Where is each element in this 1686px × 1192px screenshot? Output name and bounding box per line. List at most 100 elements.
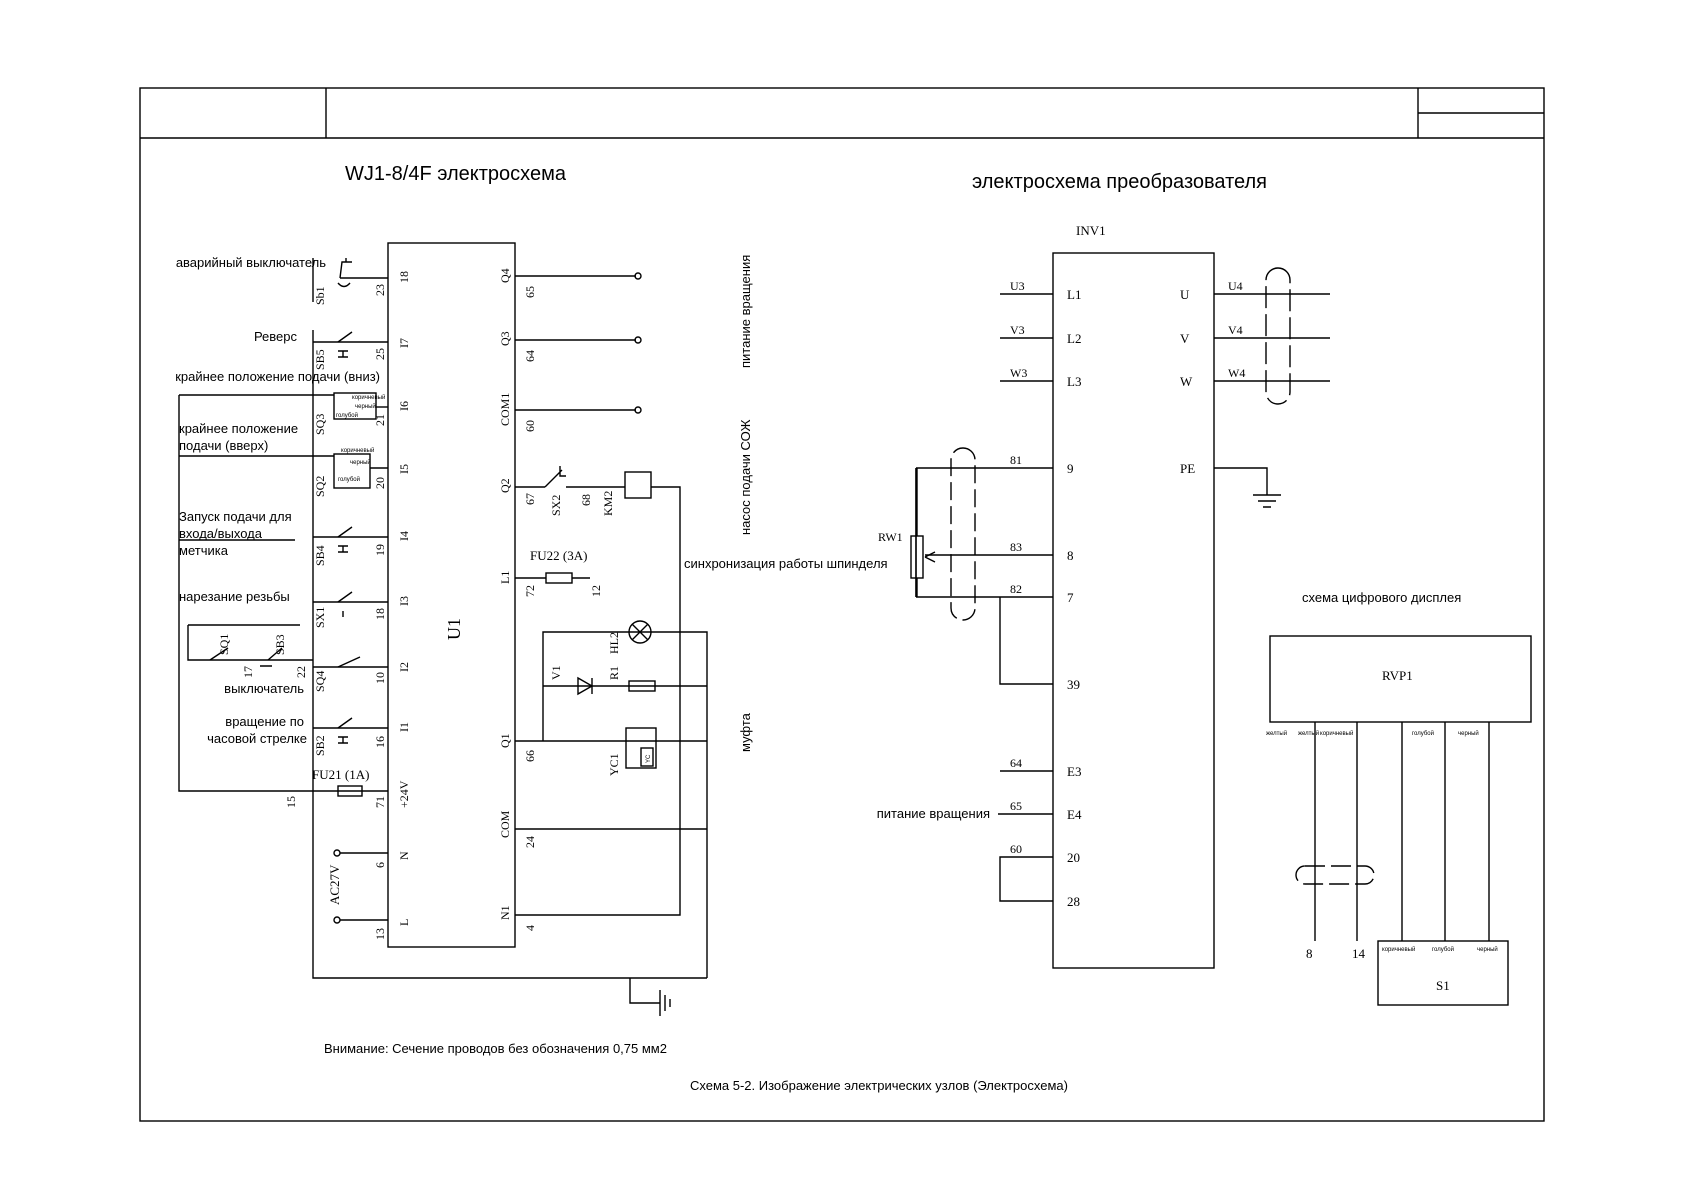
- left-title: WJ1-8/4F электросхема: [345, 163, 567, 185]
- motor-cable-shield-icon: [1265, 267, 1291, 405]
- svg-text:W4: W4: [1228, 366, 1245, 380]
- svg-text:6: 6: [373, 862, 387, 868]
- u1-name: U1: [444, 618, 464, 640]
- svg-text:SB5: SB5: [313, 349, 327, 370]
- svg-text:L2: L2: [1067, 331, 1081, 346]
- svg-text:14: 14: [1352, 946, 1366, 961]
- svg-text:желтый: желтый: [1298, 730, 1319, 737]
- terminal-icon: [333, 916, 341, 924]
- svg-text:+24V: +24V: [397, 780, 411, 808]
- svg-text:23: 23: [373, 284, 387, 296]
- svg-text:SB2: SB2: [313, 735, 327, 756]
- svg-text:желтый: желтый: [1266, 730, 1287, 737]
- svg-text:I6: I6: [397, 401, 411, 411]
- svg-text:Q2: Q2: [498, 478, 512, 493]
- emergency-stop-icon: [339, 258, 352, 279]
- svg-text:голубой: голубой: [1412, 730, 1434, 737]
- svg-text:коричневый: коричневый: [352, 394, 385, 401]
- svg-text:13: 13: [373, 928, 387, 940]
- svg-text:метчика: метчика: [179, 543, 229, 558]
- svg-text:COM: COM: [498, 810, 512, 838]
- svg-text:W: W: [1180, 374, 1193, 389]
- sx2-switch-icon: [544, 466, 566, 488]
- controller-outputs: Q4 65 Q3 64 COM1 60 Q2 67 SX2 68 KM2 L1 …: [498, 268, 708, 978]
- svg-text:15: 15: [284, 796, 298, 808]
- svg-text:HL2: HL2: [607, 632, 621, 654]
- svg-text:39: 39: [1067, 677, 1080, 692]
- svg-text:4: 4: [523, 925, 537, 931]
- s1-name: S1: [1436, 978, 1450, 993]
- fuse-fu22: [545, 572, 573, 584]
- svg-text:SX1: SX1: [313, 607, 327, 628]
- svg-text:Q3: Q3: [498, 331, 512, 346]
- svg-text:20: 20: [1067, 850, 1080, 865]
- sq3-sensor: [333, 392, 377, 420]
- label-clutch: муфта: [738, 712, 753, 752]
- svg-text:AC27V: AC27V: [327, 864, 342, 905]
- svg-text:60: 60: [1010, 842, 1022, 856]
- pushbutton-icon: [337, 331, 353, 343]
- svg-text:Sb1: Sb1: [313, 286, 327, 305]
- digital-display-section: схема цифрового дисплея RVP1 желтый желт…: [1266, 590, 1532, 1006]
- svg-text:Q1: Q1: [498, 733, 512, 748]
- svg-text:18: 18: [397, 271, 411, 283]
- svg-text:N: N: [397, 851, 411, 860]
- svg-text:E3: E3: [1067, 764, 1081, 779]
- label-limit-down: крайнее положение подачи (вниз): [175, 369, 380, 384]
- svg-text:часовой стрелке: часовой стрелке: [207, 731, 307, 746]
- svg-text:I1: I1: [397, 722, 411, 732]
- lamp-hl2-icon: [628, 620, 652, 644]
- svg-text:V3: V3: [1010, 323, 1025, 337]
- terminal-icon: [333, 849, 341, 857]
- svg-text:коричневый: коричневый: [1320, 730, 1353, 737]
- left-loop-wiring: SQ1 SB3 17 22 FU21 (1A) 15 71 +24V AC27V…: [178, 394, 707, 1016]
- svg-text:SQ1: SQ1: [217, 634, 231, 655]
- svg-text:FU22 (3A): FU22 (3A): [530, 548, 587, 563]
- terminal-icon: [634, 336, 642, 344]
- svg-text:I7: I7: [397, 338, 411, 348]
- svg-text:8: 8: [1067, 548, 1074, 563]
- rvp1-block: [1269, 635, 1532, 723]
- km2-coil: [624, 471, 652, 499]
- s1-block: [1377, 940, 1509, 1006]
- diode-v1-icon: [577, 676, 594, 696]
- svg-text:коричневый: коричневый: [341, 447, 374, 454]
- label-emergency-switch: аварийный выключатель: [176, 255, 326, 270]
- svg-text:R1: R1: [607, 666, 621, 680]
- svg-text:68: 68: [579, 494, 593, 506]
- svg-text:72: 72: [523, 585, 537, 597]
- pe-ground-icon: [1253, 494, 1281, 508]
- svg-text:голубой: голубой: [338, 476, 360, 483]
- inverter-inv1: INV1 U3 L1 V3 L2 W3 L3 81 9 83 8 82 7 39…: [684, 223, 1330, 969]
- drawing-frame: [139, 87, 1545, 1122]
- label-rotation-power-inv: питание вращения: [877, 806, 990, 821]
- svg-text:FU21 (1A): FU21 (1A): [312, 767, 369, 782]
- left-input-labels: аварийный выключатель Реверс крайнее пол…: [175, 255, 380, 746]
- cable-shield-icon: [950, 447, 976, 621]
- svg-text:KM2: KM2: [601, 491, 615, 516]
- svg-text:YC1: YC1: [607, 753, 621, 776]
- terminal-icon: [634, 272, 642, 280]
- label-spindle-sync: синхронизация работы шпинделя: [684, 556, 888, 571]
- svg-text:SB3: SB3: [273, 634, 287, 655]
- svg-text:66: 66: [523, 750, 537, 762]
- svg-text:21: 21: [373, 414, 387, 426]
- svg-text:SQ3: SQ3: [313, 414, 327, 435]
- display-title: схема цифрового дисплея: [1302, 590, 1461, 605]
- svg-text:10: 10: [373, 672, 387, 684]
- svg-text:L1: L1: [1067, 287, 1081, 302]
- svg-text:7: 7: [1067, 590, 1074, 605]
- sq1-limit-icon: [209, 647, 229, 661]
- svg-text:83: 83: [1010, 540, 1022, 554]
- limit-switch-icon: [337, 656, 361, 668]
- fuse-fu21: [337, 785, 363, 797]
- svg-text:W3: W3: [1010, 366, 1027, 380]
- svg-text:28: 28: [1067, 894, 1080, 909]
- svg-text:22: 22: [294, 666, 308, 678]
- svg-text:65: 65: [1010, 799, 1022, 813]
- svg-text:18: 18: [373, 608, 387, 620]
- svg-text:черный: черный: [355, 403, 376, 410]
- display-cable-shield-icon: [1295, 865, 1375, 885]
- svg-text:черный: черный: [350, 459, 371, 466]
- rvp1-name: RVP1: [1382, 668, 1413, 683]
